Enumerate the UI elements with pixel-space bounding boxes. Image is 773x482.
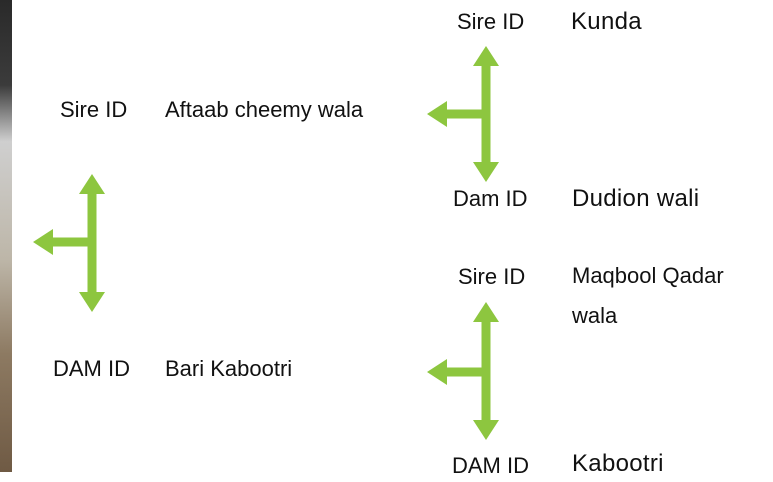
grandsire-maternal-name: Maqbool Qadar wala xyxy=(572,263,724,328)
granddam-paternal-name: Dudion wali xyxy=(572,185,700,212)
granddam-maternal-label: DAM ID xyxy=(452,453,529,478)
parent-sire-label: Sire ID xyxy=(60,97,128,122)
parents-branch-arrow xyxy=(33,174,105,312)
grandsire-paternal-name: Kunda xyxy=(571,8,642,35)
parent-sire-name: Aftaab cheemy wala xyxy=(165,97,364,122)
parent-dam-name: Bari Kabootri xyxy=(165,356,293,381)
granddam-maternal-name: Kabootri xyxy=(572,450,664,477)
pigeon-photo-edge xyxy=(0,0,12,472)
sire-parents-branch-arrow xyxy=(427,46,499,182)
grandsire-paternal-label: Sire ID xyxy=(457,9,525,34)
dam-parents-branch-arrow xyxy=(427,302,499,440)
grandsire-maternal-label: Sire ID xyxy=(458,264,526,289)
granddam-paternal-label: Dam ID xyxy=(453,186,528,211)
parent-dam-label: DAM ID xyxy=(53,356,130,381)
